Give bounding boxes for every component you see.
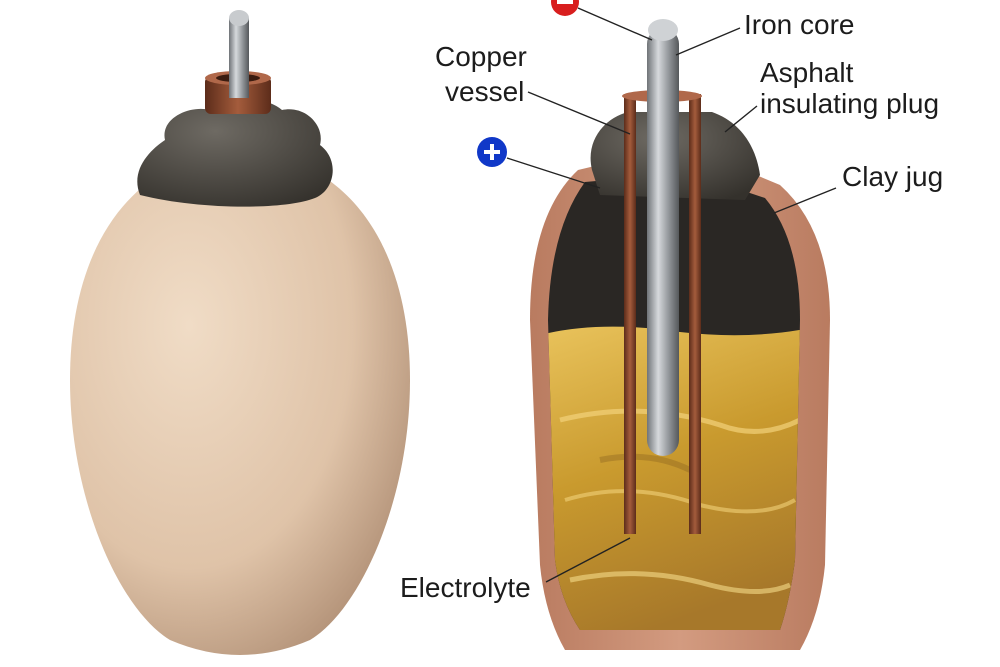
label-clay-jug: Clay jug [842,161,943,192]
jug-asphalt-plug [137,98,333,207]
leader-iron-core [675,27,741,56]
cutaway-electrolyte [548,326,800,630]
negative-terminal [551,0,579,16]
label-copper-vessel-line2: vessel [445,76,524,107]
jug-iron-rod [229,18,249,98]
label-copper-vessel-line1: Copper [435,41,527,72]
leader-clay-jug [773,187,837,214]
whole-jug [70,10,410,655]
leader-copper-vessel [527,91,631,135]
positive-terminal [477,137,507,167]
jug-body [70,148,410,655]
leader-positive [506,157,601,189]
leader-negative [577,7,653,41]
label-asphalt-line2: insulating plug [760,88,939,119]
leader-asphalt [724,105,758,133]
label-electrolyte: Electrolyte [400,572,531,603]
leader-electrolyte [545,537,631,583]
label-asphalt-line1: Asphalt [760,57,854,88]
cutaway-copper-wall-right [689,94,701,534]
cutaway-iron-core [647,28,679,456]
cutaway-copper-wall-left [624,94,636,534]
label-iron-core: Iron core [744,9,855,40]
cutaway-jug [530,19,830,650]
